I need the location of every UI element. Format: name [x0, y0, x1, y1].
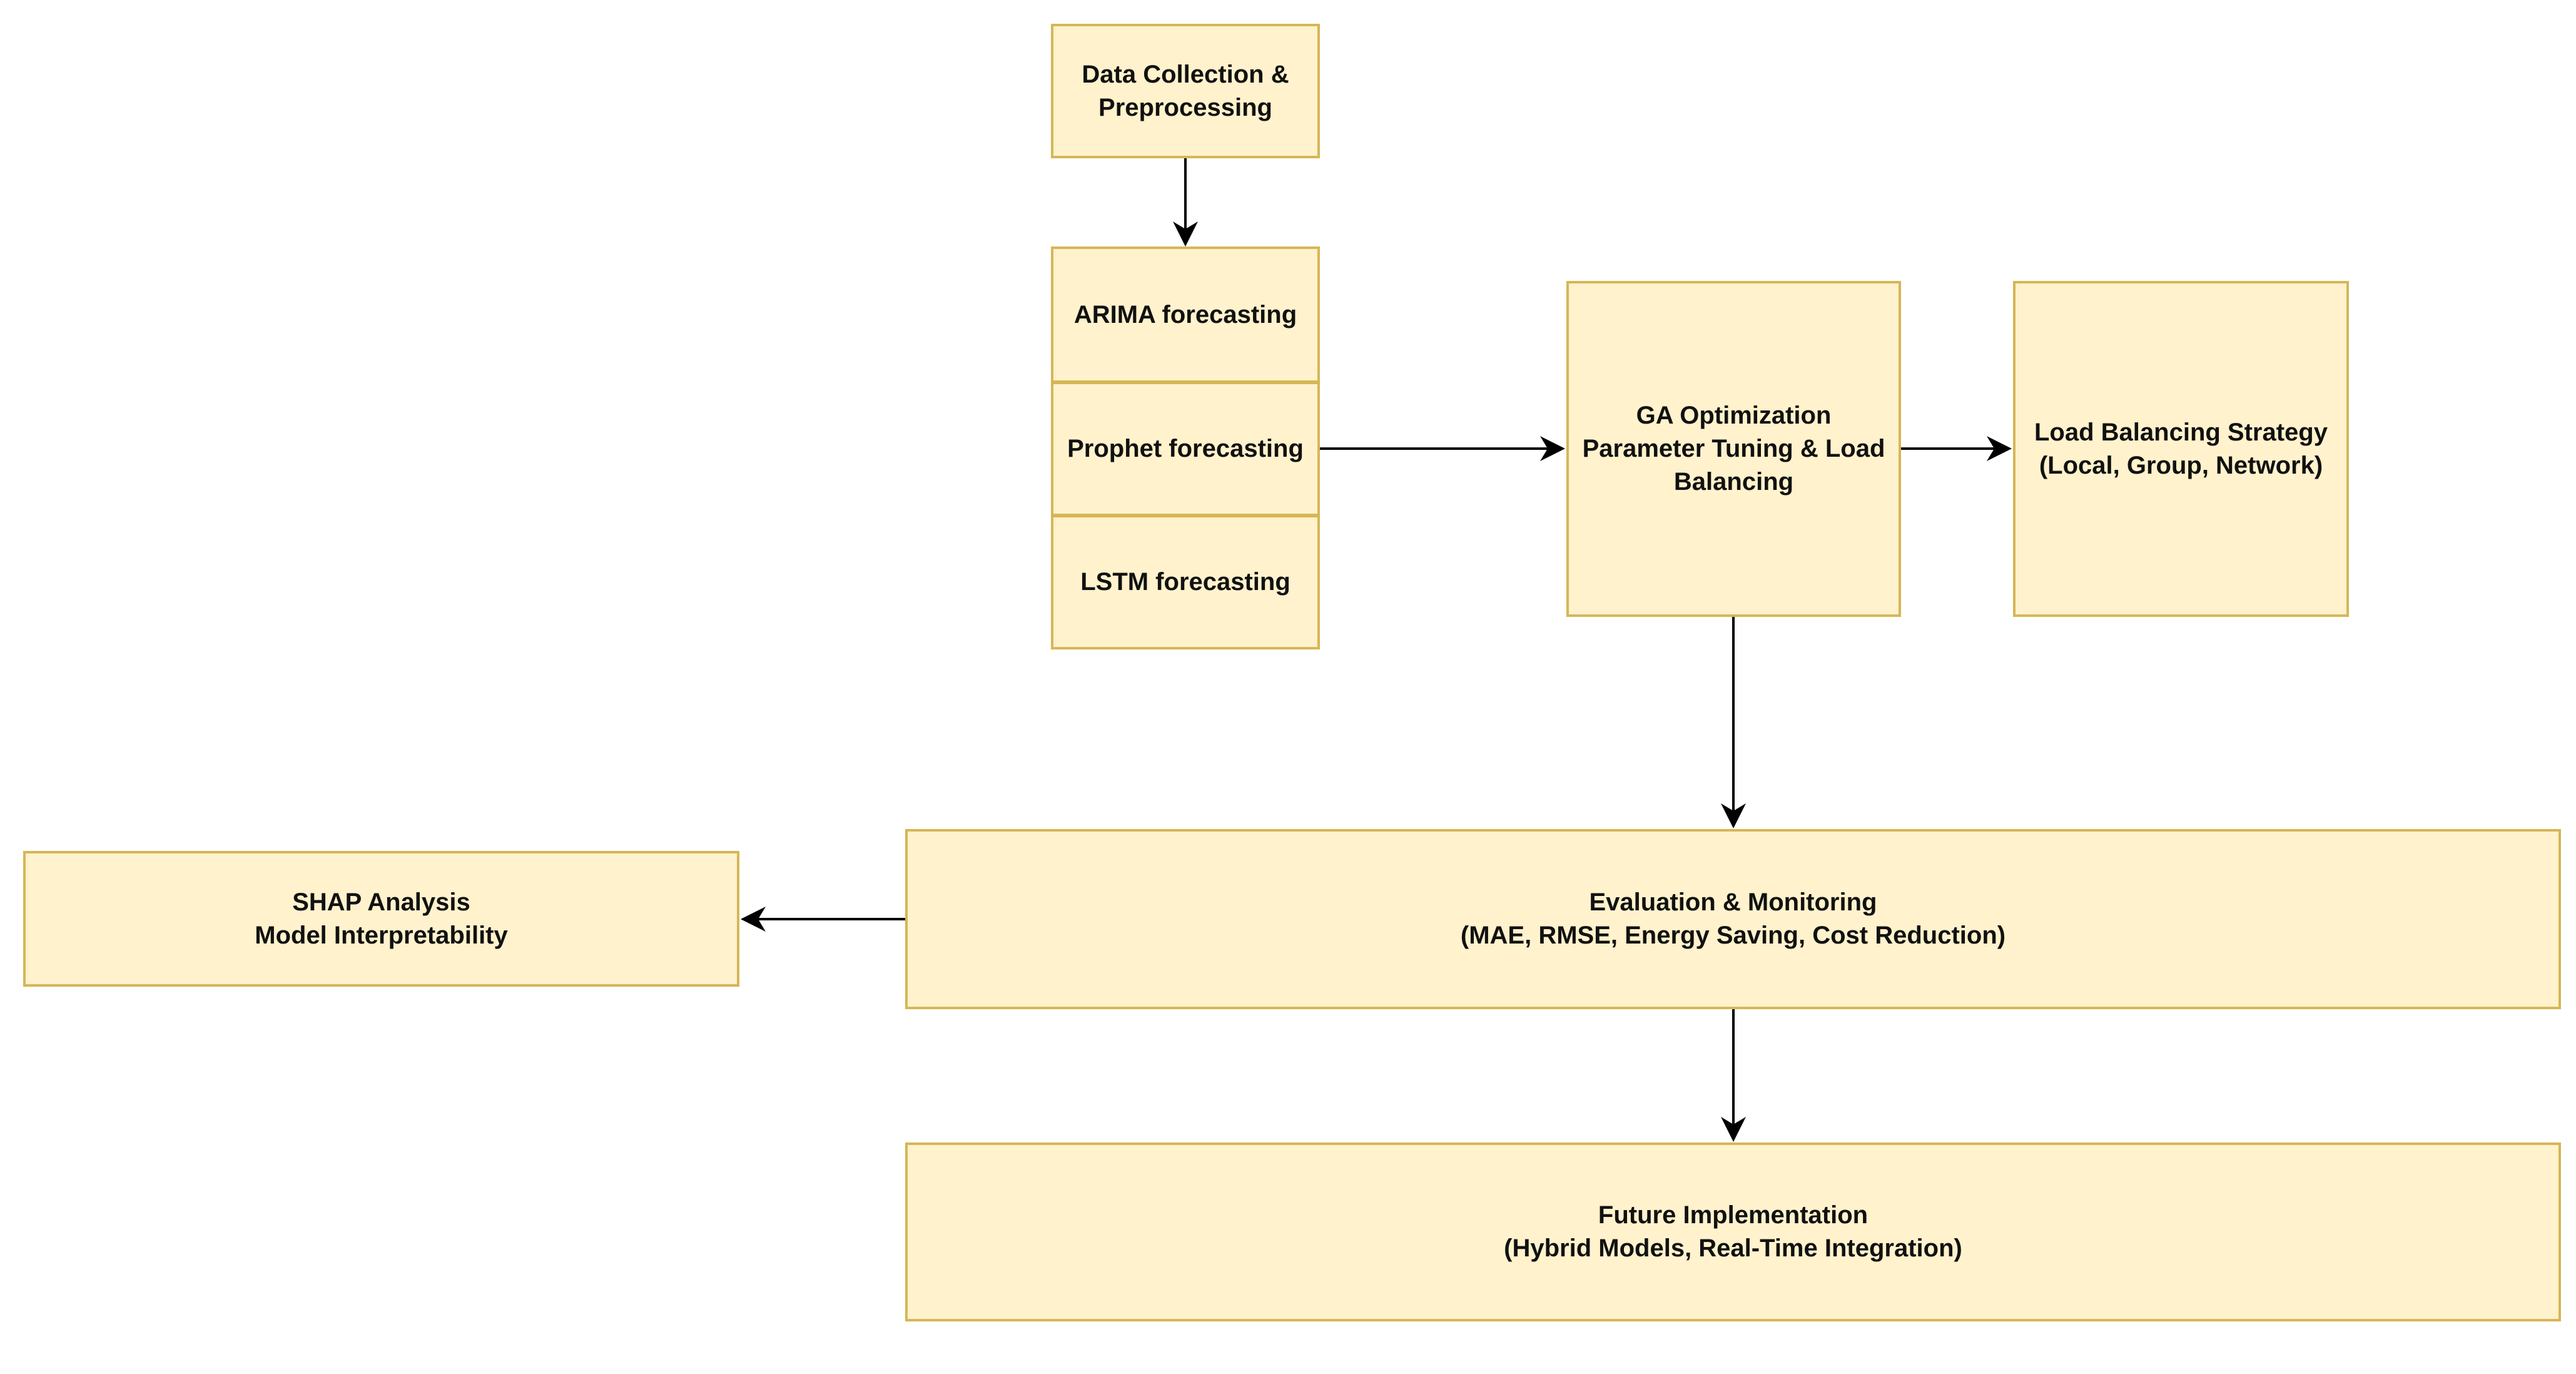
node-lstm: LSTM forecasting: [1051, 515, 1320, 649]
node-label-line: Evaluation & Monitoring: [1589, 888, 1877, 916]
node-label-line: Future Implementation: [1598, 1201, 1869, 1229]
node-label-line: Preprocessing: [1098, 93, 1272, 121]
node-label-line: SHAP Analysis: [292, 888, 470, 916]
node-ga-optimization: GA Optimization Parameter Tuning & Load …: [1566, 281, 1901, 617]
node-label-line: (MAE, RMSE, Energy Saving, Cost Reductio…: [1460, 922, 2006, 949]
node-label: Prophet forecasting: [1067, 435, 1304, 462]
node-future-implementation: Future Implementation (Hybrid Models, Re…: [905, 1142, 2561, 1321]
node-label: ARIMA forecasting: [1073, 300, 1297, 328]
node-prophet: Prophet forecasting: [1051, 382, 1320, 516]
node-label-line: Model Interpretability: [255, 921, 508, 949]
node-load-balancing-strategy: Load Balancing Strategy (Local, Group, N…: [2013, 281, 2349, 617]
node-label-line: (Local, Group, Network): [2039, 451, 2323, 479]
node-label-line: Load Balancing Strategy: [2034, 418, 2328, 446]
node-data-collection: Data Collection & Preprocessing: [1051, 24, 1320, 158]
node-label-line: Balancing: [1673, 468, 1794, 496]
node-label-line: Data Collection &: [1082, 60, 1289, 88]
node-evaluation-monitoring: Evaluation & Monitoring (MAE, RMSE, Ener…: [905, 829, 2561, 1009]
node-label-line: Parameter Tuning & Load: [1582, 435, 1885, 462]
node-label-line: (Hybrid Models, Real-Time Integration): [1504, 1234, 1962, 1262]
node-shap-analysis: SHAP Analysis Model Interpretability: [23, 851, 739, 987]
node-label: LSTM forecasting: [1080, 568, 1291, 596]
node-arima: ARIMA forecasting: [1051, 247, 1320, 383]
node-label-line: GA Optimization: [1636, 402, 1832, 429]
